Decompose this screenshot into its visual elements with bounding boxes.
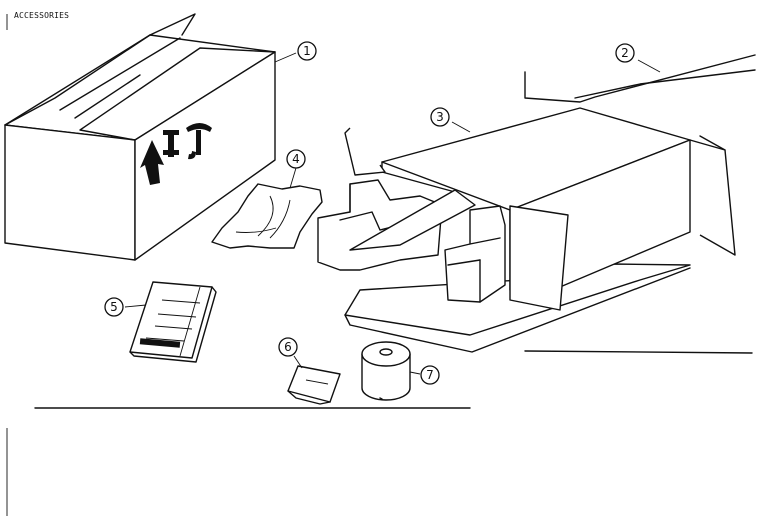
svg-text:3: 3 (436, 110, 444, 124)
paper-roll-drawing (361, 341, 411, 401)
baseline-right (524, 350, 753, 354)
svg-text:4: 4 (292, 152, 300, 166)
callout-3: 3 (430, 107, 450, 127)
carton-drawing (4, 13, 276, 261)
callout-5: 5 (104, 297, 124, 317)
diagram-title: ACCESSORIES (14, 11, 70, 20)
bag-drawing (211, 183, 323, 249)
callout-7: 7 (420, 365, 440, 385)
packet-drawing (287, 365, 341, 405)
svg-text:2: 2 (621, 46, 629, 60)
callout-2: 2 (615, 43, 635, 63)
svg-text:1: 1 (303, 44, 311, 58)
svg-text:7: 7 (426, 368, 434, 382)
fragile-symbols-icon (140, 123, 212, 185)
svg-text:6: 6 (284, 340, 292, 354)
svg-text:5: 5 (110, 300, 118, 314)
sleeve-drawing (344, 107, 691, 311)
manual-drawing (129, 281, 217, 363)
callout-6: 6 (278, 337, 298, 357)
callout-1: 1 (297, 41, 317, 61)
foam-blocks-drawing (317, 179, 506, 303)
leader-lines (124, 52, 661, 375)
callout-4: 4 (286, 149, 306, 169)
